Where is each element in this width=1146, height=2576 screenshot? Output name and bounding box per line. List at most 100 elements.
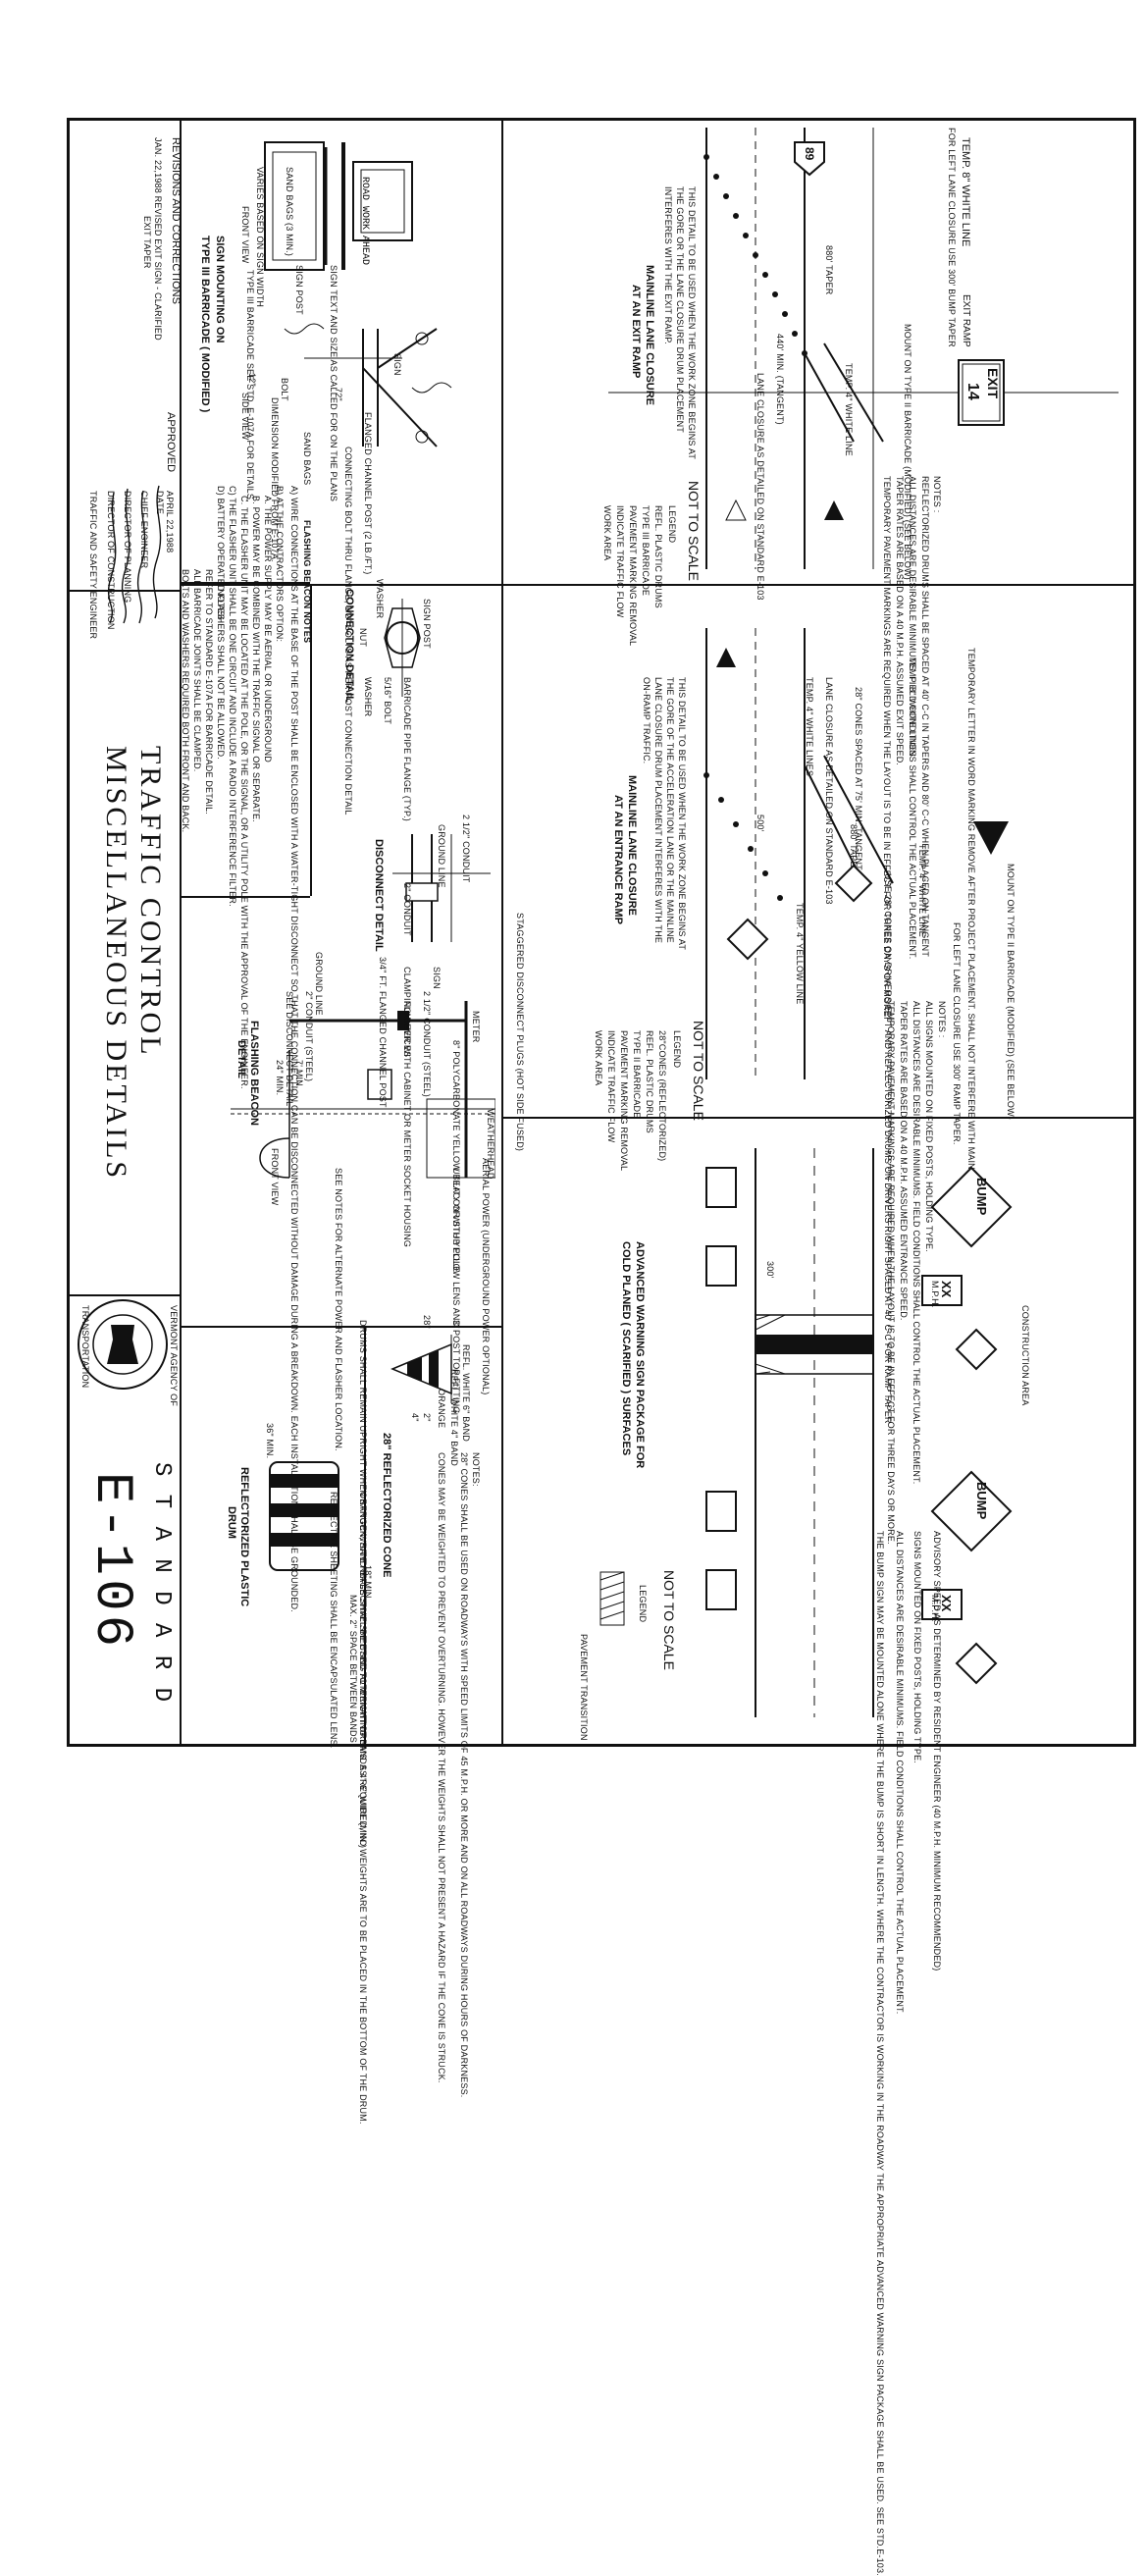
merge-diamond-icon [834, 864, 873, 903]
exit-legend-4: INDICATE TRAFFIC FLOW [615, 505, 625, 618]
sign-mount-side-view: SIDE VIEW [240, 393, 250, 441]
exit-label-tangent: 440' MIN. (TANGENT) [775, 334, 785, 425]
drum-label-18: 18" MIN. [363, 1565, 373, 1602]
flashing-note-7: D) BATTERY OPERATED FLASHERS SHALL NOT B… [216, 486, 226, 760]
drum-drawing [269, 1461, 339, 1571]
exit-sign-text: EXIT [985, 368, 1001, 399]
entrance-notes-title: NOTES : [937, 1001, 947, 1038]
drum-title: REFLECTORIZED PLASTIC [238, 1467, 250, 1607]
yield-triangle-icon [973, 821, 1009, 855]
flashing-notes-title: FLASHING BEACON NOTES [302, 520, 312, 644]
sheet-title-line-1: TRAFFIC CONTROL [134, 746, 167, 1058]
exit-sign-number: 14 [964, 383, 981, 400]
exit-note-line-3: INTERFERES WITH THE EXIT RAMP. [663, 186, 673, 345]
entrance-legend-3: TYPE II BARRICADE [632, 1030, 642, 1119]
agency-seal [78, 1299, 168, 1390]
title-block-divider [180, 121, 182, 1744]
route-shield-number: 89 [803, 147, 816, 161]
disconnect-label-plugs: STAGGERED DISCONNECT PLUGS (HOT SIDE FUS… [515, 913, 525, 1152]
entrance-label-temp8: TEMP. 8" WHITE LINES [908, 657, 917, 758]
entrance-ramp-drawing [703, 628, 894, 1079]
bump-legend-1: PAVEMENT TRANSITION [579, 1634, 589, 1741]
beacon-label-2in: 2" CONDUIT (STEEL) [304, 991, 314, 1082]
title-block-rule-2 [70, 1294, 180, 1296]
cone-drawing [391, 1335, 452, 1403]
beacon-label-24min: 24" MIN. [275, 1060, 285, 1096]
beacon-label-see-notes: SEE NOTES FOR ALTERNATE POWER AND FLASHE… [334, 1168, 343, 1451]
flashing-note-4: B. POWER MAY BE COMBINED WITH THE TRAFFI… [251, 496, 261, 822]
entrance-note-line-2: THE GORE OF THE ACCELERATION LANE OR THE… [665, 677, 675, 943]
beacon-label-see-disconnect: SEE DISCONNECT DETAIL [285, 991, 294, 1107]
connection-label-nut: NUT [358, 628, 368, 648]
signatures-graphic [107, 485, 162, 624]
revision-entry: JAN. 22,1988 REVISED EXIT SIGN - CLARIFI… [153, 137, 163, 341]
flashing-note-2: B) AT THE CONTRACTORS OPTION: [275, 486, 285, 643]
bump-note-4: THE BUMP SIGN MAY BE MOUNTED ALONE WHERE… [875, 1531, 885, 2576]
route-shield-icon [794, 141, 825, 177]
beacon-label-meter: METER [471, 1011, 481, 1043]
cone-label-4in: REFL. WHITE 4" BAND [449, 1369, 459, 1467]
sign-mount-label-1: SIGN TEXT AND SIZE AS CALLED FOR ON THE … [329, 265, 339, 502]
connection-label-washer: WASHER [375, 579, 385, 619]
cone-label-4: 4" [410, 1413, 420, 1422]
director-planning: DIRECTOR OF PLANNING [123, 491, 132, 604]
exit-label-temp4: TEMP. 4" WHITE LINE [844, 363, 854, 456]
bump-note-3: ALL DISTANCES ARE DESIRABLE MINIMUMS. FI… [895, 1531, 905, 2015]
entrance-legend-5: INDICATE TRAFFIC FLOW [606, 1030, 616, 1143]
row-divider-right-2 [501, 1117, 1133, 1119]
connection-note-3: BOLTS AND WASHERS REQUIRED BOTH FRONT AN… [181, 569, 190, 833]
bump-legend-title: LEGEND [638, 1585, 648, 1623]
connection-box-top [180, 582, 310, 584]
sign-mount-label-6: SAND BAGS [302, 432, 312, 486]
column-divider-middle [501, 121, 503, 1744]
drawing-sheet [67, 118, 1136, 1747]
cone-note-2: CONES MAY BE WEIGHTED TO PREVENT OVERTUR… [437, 1452, 446, 2083]
bump-not-to-scale: NOT TO SCALE [661, 1570, 677, 1670]
drum-label-sheeting: ORANGE WHITE REFLECTIVE SHEETING ALTERNA… [358, 1492, 368, 1849]
exit-legend-5: WORK AREA [602, 505, 612, 561]
entrance-title: MAINLINE LANE CLOSURE [626, 775, 638, 916]
connection-label-washer-2: WASHER [363, 677, 373, 717]
cone-label-orange: ORANGE [437, 1389, 446, 1429]
flashing-beacon-drawing [231, 1001, 495, 1179]
disconnect-drawing [392, 834, 491, 942]
connection-box-bottom [180, 896, 310, 898]
sign-mount-subtitle: TYPE III BARRICADE ( MODIFIED ) [199, 236, 211, 413]
entrance-note-line-1: THIS DETAIL TO BE USED WHEN THE WORK ZON… [677, 677, 687, 951]
exit-legend-2: TYPE III BARRICADE [641, 505, 651, 597]
connection-label-flange: BARRICADE PIPE FLANGE (TYP.) [402, 677, 412, 821]
entrance-legend-4: PAVEMENT MARKING REMOVAL [619, 1030, 629, 1172]
speed-plaque-xx-1: XX [939, 1281, 954, 1298]
exit-notes-title: NOTES : [932, 476, 942, 513]
pavement-transition-swatch [599, 1571, 625, 1626]
entrance-not-to-scale: NOT TO SCALE [691, 1021, 706, 1121]
approved-label: APPROVED [165, 412, 177, 473]
exit-subtitle: AT AN EXIT RAMP [630, 285, 642, 379]
connection-label-sign-post: SIGN POST [422, 599, 432, 649]
sign-mount-label-12: 72" [334, 388, 343, 401]
beacon-label-clamping: CLAMPING DEVICES [402, 967, 412, 1058]
entrance-legend-2: REFL. PLASTIC DRUMS [645, 1030, 654, 1133]
entrance-label-yellow: TEMP. 4" YELLOW LINE [795, 903, 805, 1005]
sign-mount-label-3: SIGN [392, 353, 402, 376]
speed-plaque-mph-1: M.P.H. [930, 1281, 940, 1308]
sign-mount-label-10: VARIES BASED ON SIGN WIDTH [255, 167, 265, 308]
exit-not-to-scale: NOT TO SCALE [686, 481, 702, 581]
seal-text-bottom: TRANSPORTATION [80, 1305, 90, 1389]
title-block-rule-1 [70, 590, 180, 592]
seal-text-top: VERMONT AGENCY OF [169, 1305, 179, 1407]
entrance-label-lane-closure: LANE CLOSURE AS DETAILED ON STANDARD E-1… [824, 677, 834, 905]
exit-legend-title: LEGEND [667, 505, 677, 544]
entrance-subtitle: AT AN ENTRANCE RAMP [612, 795, 624, 924]
sign-mount-front-view: FRONT VIEW [240, 206, 250, 264]
beacon-label-7min: 7' MIN. [294, 1060, 304, 1089]
revision-entry-2: EXIT TAPER [142, 216, 152, 269]
sign-text-road-work: ROAD WORK AHEAD [359, 177, 370, 266]
beacon-label-utility: UTILITY OR STUB POLE [451, 1168, 461, 1273]
sign-mount-label-13: 12" [247, 373, 257, 387]
disconnect-label-conduit: 2 1/2" CONDUIT [461, 815, 471, 883]
cone-drum-divider [364, 1326, 366, 1744]
beacon-front-view: FRONT VIEW [270, 1148, 280, 1206]
bump-note-2: SIGNS MOUNTED ON FIXED POSTS, HOLDING TY… [912, 1531, 922, 1763]
row-divider-left-1 [180, 584, 501, 586]
